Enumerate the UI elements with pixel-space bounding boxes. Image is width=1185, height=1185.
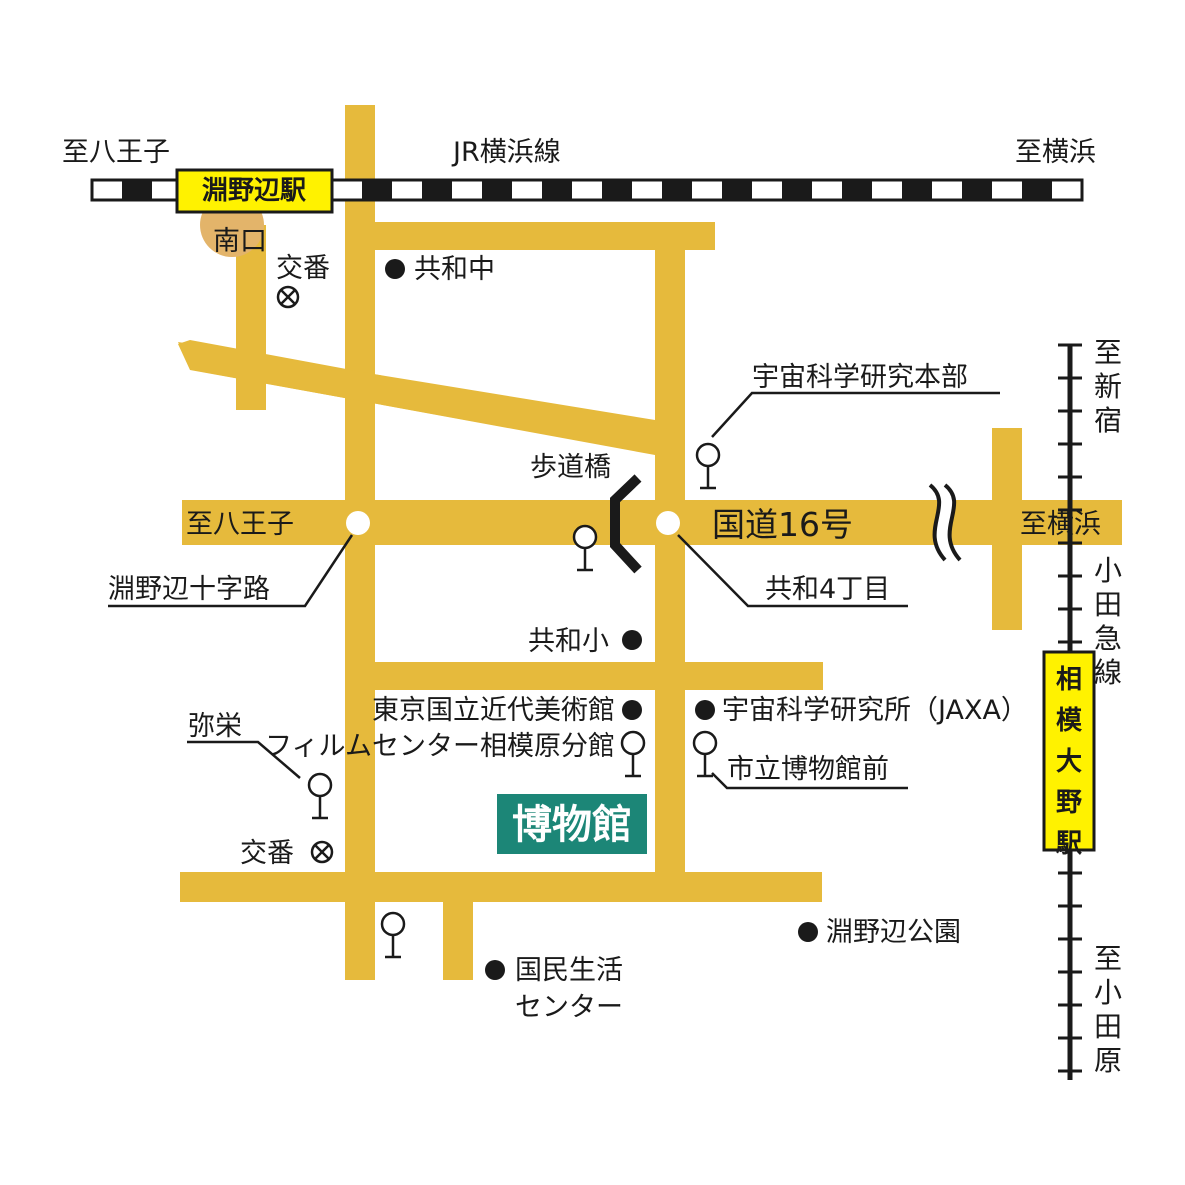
sagami-ono-station-label: 相模大野駅 (1056, 665, 1083, 859)
community-center-label-line2: センター (515, 992, 623, 1023)
museum-label: 博物館 (512, 802, 632, 848)
road-route16 (182, 500, 1122, 545)
odakyu-to-shinjuku-label: 至新宿 (1094, 336, 1122, 437)
kyowa-4chome-label: 共和4丁目 (765, 574, 890, 605)
bus-stop-south-icon (380, 911, 406, 959)
fuchinobe-park-label: 淵野辺公園 (826, 917, 961, 948)
police-box-icon-north (276, 285, 300, 309)
road-vertical-east (655, 222, 685, 872)
jaxa-hq-label: 宇宙科学研究本部 (752, 362, 968, 393)
jr-to-hachioji-label: 至八王子 (62, 137, 170, 168)
bus-stop-yasaka-icon (307, 772, 333, 820)
road-south-exit-spur (236, 225, 266, 410)
bus-stop-yasaka-label: 弥栄 (188, 711, 242, 742)
road-network (178, 105, 1122, 980)
bus-stops (307, 442, 721, 959)
intersection-kyowa-4chome-dot (656, 511, 680, 535)
footbridge-icon (610, 474, 642, 574)
kyowa-elem-dot (622, 630, 642, 650)
community-center-dot (485, 960, 505, 980)
road-east-vertical (992, 428, 1022, 630)
kyowa-jhs-dot (385, 259, 405, 279)
police-box-south-label: 交番 (240, 838, 294, 869)
fuchinobe-station-label: 淵野辺駅 (202, 176, 306, 206)
police-box-icon-south (310, 840, 334, 864)
bus-stop-museum-label: 市立博物館前 (727, 754, 889, 785)
jaxa-dot (695, 700, 715, 720)
footbridge-label: 歩道橋 (530, 452, 611, 483)
south-exit-label: 南口 (213, 226, 267, 257)
road-south-spur (443, 872, 473, 980)
odakyu-line-label: 小田急線 (1094, 554, 1122, 689)
road-diagonal-fill (178, 342, 655, 455)
community-center-label-line1: 国民生活 (515, 955, 623, 986)
national-film-label-line2: フィルムセンター相模原分館 (265, 731, 615, 762)
fuchinobe-park-dot (798, 922, 818, 942)
kyowa-jhs-label: 共和中 (414, 254, 495, 285)
road-south-horizontal (180, 872, 822, 902)
road-top-horizontal (345, 222, 715, 250)
odakyu-to-odawara-label: 至小田原 (1094, 942, 1122, 1077)
route16-to-yokohama-label: 至横浜 (1020, 509, 1101, 540)
road-break-mark (928, 483, 962, 562)
intersection-fuchinobe-juujiro-dot (346, 511, 370, 535)
bus-stop-film-icon (620, 730, 646, 778)
police-box-north-label: 交番 (276, 253, 330, 284)
jaxa-label: 宇宙科学研究所（JAXA） (722, 695, 1028, 726)
bus-stop-route16-icon (572, 524, 598, 572)
route16-label: 国道16号 (712, 505, 853, 544)
fuchinobe-station[interactable]: 淵野辺駅 (175, 168, 334, 214)
route16-to-hachioji-label: 至八王子 (186, 509, 294, 540)
jr-to-yokohama-label: 至横浜 (1015, 137, 1096, 168)
fuchinobe-juujiro-label: 淵野辺十字路 (108, 574, 270, 605)
museum-box[interactable]: 博物館 (497, 794, 647, 854)
road-mid-horizontal (375, 662, 823, 690)
national-film-label-line1: 東京国立近代美術館 (372, 695, 615, 726)
kyowa-elem-label: 共和小 (528, 626, 609, 657)
sagami-ono-station[interactable]: 相模大野駅 (1042, 650, 1096, 859)
bus-stop-jaxa-hq-icon (695, 442, 721, 490)
bus-stop-museum-icon (692, 730, 718, 778)
jr-line-label: JR横浜線 (451, 137, 561, 168)
leader-lines (108, 391, 1000, 790)
national-film-dot (622, 700, 642, 720)
